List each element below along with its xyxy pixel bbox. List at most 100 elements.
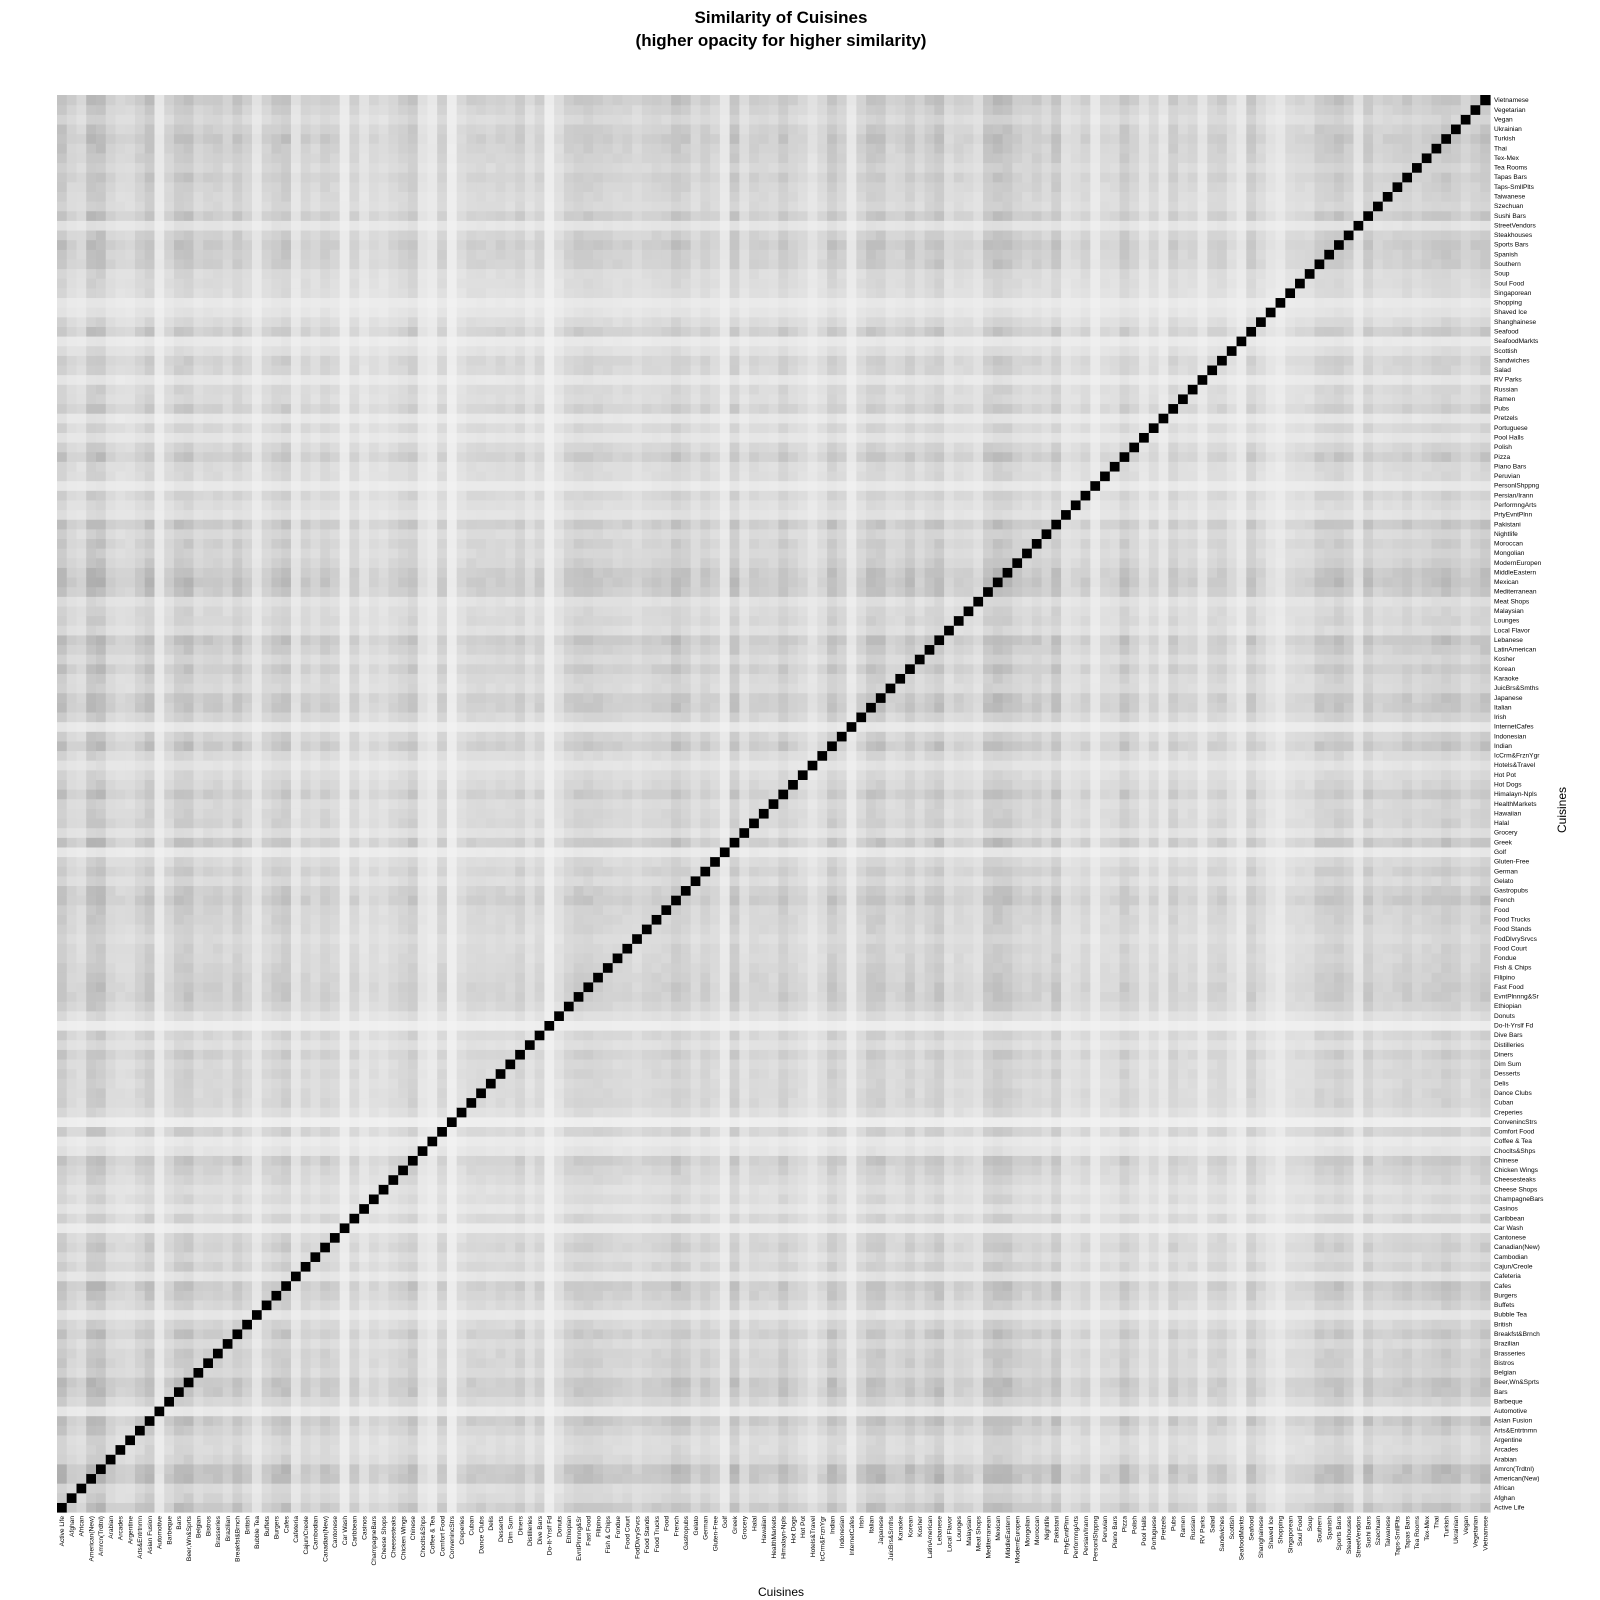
heatmap-cell: [67, 953, 77, 963]
heatmap-cell: [330, 297, 340, 307]
heatmap-cell: [232, 1464, 242, 1474]
heatmap-cell: [174, 1136, 184, 1146]
heatmap-cell: [271, 1242, 281, 1252]
heatmap-cell: [271, 1377, 281, 1387]
heatmap-cell: [184, 1146, 194, 1156]
heatmap-cell: [125, 519, 135, 529]
heatmap-cell: [57, 1377, 67, 1387]
heatmap-cell: [106, 490, 116, 500]
heatmap-cell: [193, 828, 203, 838]
heatmap-cell: [232, 1155, 242, 1165]
heatmap-cell: [67, 1069, 77, 1079]
heatmap-cell: [359, 722, 369, 732]
heatmap-cell: [174, 914, 184, 924]
heatmap-cell: [340, 1483, 350, 1493]
heatmap-cell: [310, 905, 320, 915]
heatmap-cell: [106, 857, 116, 867]
heatmap-cell: [57, 288, 67, 298]
heatmap-cell: [106, 1300, 116, 1310]
heatmap-cell: [193, 95, 203, 105]
heatmap-cell: [369, 1213, 379, 1223]
heatmap-cell: [291, 259, 301, 269]
heatmap-cell: [115, 211, 125, 221]
heatmap-cell: [174, 857, 184, 867]
heatmap-cell: [67, 1107, 77, 1117]
heatmap-cell: [359, 413, 369, 423]
heatmap-cell: [359, 1213, 369, 1223]
heatmap-cell: [154, 423, 164, 433]
heatmap-cell: [252, 510, 262, 520]
heatmap-cell: [213, 423, 223, 433]
heatmap-cell: [281, 519, 291, 529]
heatmap-cell: [57, 490, 67, 500]
heatmap-cell: [320, 1310, 330, 1320]
heatmap-cell: [106, 972, 116, 982]
heatmap-cell: [271, 828, 281, 838]
heatmap-cell: [115, 1416, 125, 1426]
heatmap-cell: [340, 548, 350, 558]
heatmap-cell: [145, 124, 155, 134]
heatmap-cell: [57, 1425, 67, 1435]
heatmap-cell: [281, 934, 291, 944]
heatmap-cell: [330, 172, 340, 182]
heatmap-cell: [301, 1502, 311, 1512]
heatmap-cell: [86, 519, 96, 529]
heatmap-cell: [330, 375, 340, 385]
heatmap-cell: [359, 230, 369, 240]
heatmap-cell: [359, 1473, 369, 1483]
heatmap-cell: [232, 1281, 242, 1291]
heatmap-cell: [330, 259, 340, 269]
heatmap-cell: [301, 1040, 311, 1050]
heatmap-cell: [301, 211, 311, 221]
heatmap-cell: [271, 442, 281, 452]
heatmap-cell: [359, 587, 369, 597]
heatmap-cell: [86, 201, 96, 211]
heatmap-cell: [340, 1204, 350, 1214]
heatmap-cell: [106, 1204, 116, 1214]
heatmap-cell: [96, 558, 106, 568]
heatmap-cell: [320, 664, 330, 674]
heatmap-cell: [145, 905, 155, 915]
heatmap-cell: [271, 105, 281, 115]
heatmap-cell: [77, 1310, 87, 1320]
heatmap-cell: [164, 1387, 174, 1397]
heatmap-cell: [135, 1435, 145, 1445]
heatmap-cell: [77, 1281, 87, 1291]
heatmap-cell: [86, 837, 96, 847]
heatmap-cell: [213, 191, 223, 201]
heatmap-cell: [174, 105, 184, 115]
heatmap-cell: [203, 423, 213, 433]
heatmap-cell: [154, 1030, 164, 1040]
heatmap-cell: [310, 982, 320, 992]
heatmap-cell: [369, 683, 379, 693]
heatmap-cell: [213, 529, 223, 539]
heatmap-cell: [359, 529, 369, 539]
heatmap-cell: [359, 1069, 369, 1079]
heatmap-cell: [223, 1078, 233, 1088]
heatmap-cell: [223, 914, 233, 924]
heatmap-cell: [320, 644, 330, 654]
heatmap-cell: [174, 606, 184, 616]
heatmap-cell: [184, 1338, 194, 1348]
heatmap-cell: [223, 1194, 233, 1204]
heatmap-cell: [252, 1040, 262, 1050]
heatmap-cell: [349, 731, 359, 741]
heatmap-cell: [115, 818, 125, 828]
heatmap-cell: [193, 885, 203, 895]
heatmap-cell: [203, 384, 213, 394]
heatmap-cell: [193, 982, 203, 992]
heatmap-cell: [223, 1107, 233, 1117]
heatmap-cell: [106, 702, 116, 712]
heatmap-cell: [96, 644, 106, 654]
heatmap-cell: [310, 895, 320, 905]
heatmap-cell: [115, 857, 125, 867]
heatmap-cell: [359, 760, 369, 770]
heatmap-cell: [349, 1049, 359, 1059]
heatmap-cell: [193, 934, 203, 944]
heatmap-cell: [242, 857, 252, 867]
heatmap-cell: [310, 1059, 320, 1069]
heatmap-cell: [281, 172, 291, 182]
heatmap-cell: [67, 1319, 77, 1329]
heatmap-cell: [125, 673, 135, 683]
heatmap-cell: [330, 500, 340, 510]
